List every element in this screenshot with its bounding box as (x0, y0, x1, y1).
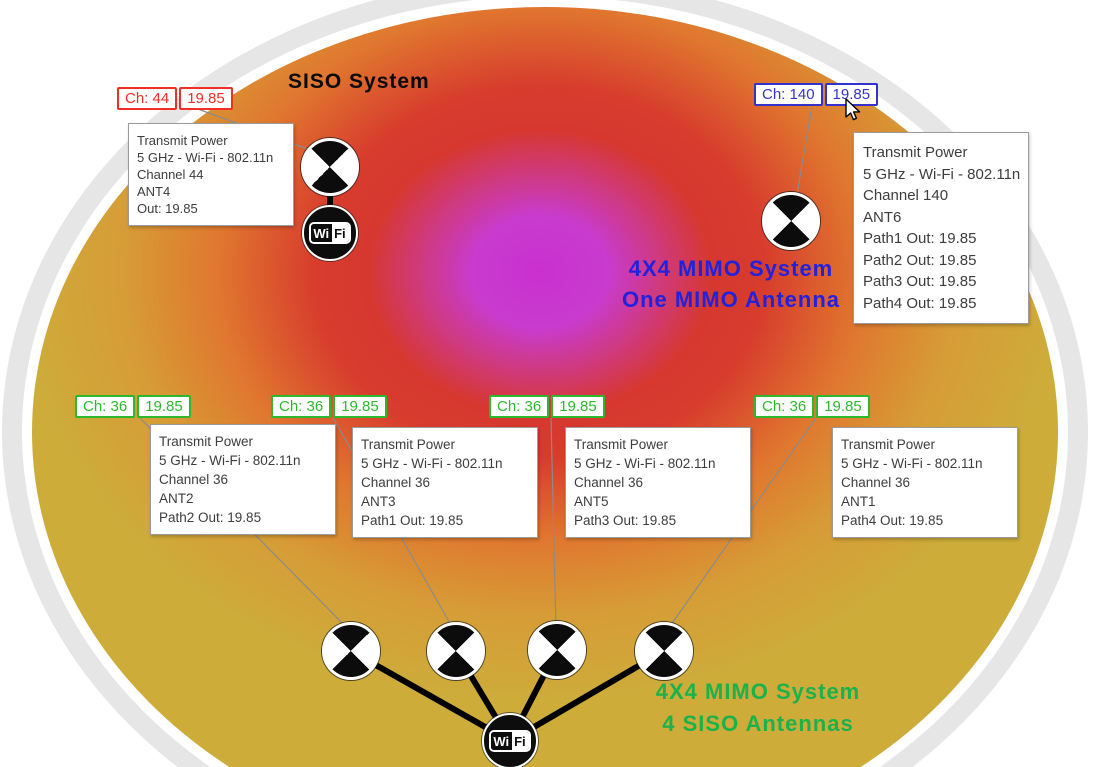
branch4-channel-badge[interactable]: Ch: 36 19.85 (754, 395, 870, 418)
branch2-power-cell[interactable]: 19.85 (333, 395, 387, 418)
siso-channel-badge[interactable]: Ch: 44 19.85 (117, 87, 233, 110)
branch2-tooltip: Transmit Power 5 GHz - Wi-Fi - 802.11n C… (352, 427, 538, 538)
siso-power-cell[interactable]: 19.85 (179, 87, 233, 110)
branch2-channel-badge[interactable]: Ch: 36 19.85 (271, 395, 387, 418)
mimo-one-channel-badge[interactable]: Ch: 140 19.85 (754, 83, 879, 106)
siso-title: SISO System (288, 70, 430, 93)
branch4-tooltip: Transmit Power 5 GHz - Wi-Fi - 802.11n C… (832, 427, 1018, 538)
wifi-logo: Wi Fi (489, 730, 531, 752)
branch1-antenna-icon[interactable] (322, 622, 380, 680)
branch1-channel-cell[interactable]: Ch: 36 (75, 395, 136, 418)
mimo-one-channel-cell[interactable]: Ch: 140 (754, 83, 823, 106)
mimo-one-antenna-icon[interactable] (762, 192, 820, 250)
branch1-channel-badge[interactable]: Ch: 36 19.85 (75, 395, 191, 418)
hub-wifi-icon[interactable]: Wi Fi (482, 713, 538, 767)
siso-tooltip: Transmit Power 5 GHz - Wi-Fi - 802.11n C… (128, 123, 294, 226)
branch3-channel-cell[interactable]: Ch: 36 (489, 395, 550, 418)
mimo-four-caption: 4X4 MIMO System 4 SISO Antennas (655, 679, 861, 736)
branch1-tooltip: Transmit Power 5 GHz - Wi-Fi - 802.11n C… (150, 424, 336, 535)
siso-antenna-icon[interactable] (301, 138, 359, 196)
wifi-logo: Wi Fi (309, 222, 351, 244)
cursor-icon (845, 98, 861, 121)
branch2-antenna-icon[interactable] (427, 622, 485, 680)
branch4-antenna-icon[interactable] (635, 622, 693, 680)
mimo-one-caption: 4X4 MIMO System One MIMO Antenna (621, 256, 841, 312)
siso-channel-cell[interactable]: Ch: 44 (117, 87, 178, 110)
branch1-power-cell[interactable]: 19.85 (137, 395, 191, 418)
branch3-power-cell[interactable]: 19.85 (551, 395, 605, 418)
branch3-channel-badge[interactable]: Ch: 36 19.85 (489, 395, 605, 418)
mimo-one-tooltip: Transmit Power 5 GHz - Wi-Fi - 802.11n C… (853, 132, 1029, 324)
branch4-channel-cell[interactable]: Ch: 36 (754, 395, 815, 418)
siso-wifi-icon[interactable]: Wi Fi (302, 205, 358, 261)
branch3-tooltip: Transmit Power 5 GHz - Wi-Fi - 802.11n C… (565, 427, 751, 538)
branch4-power-cell[interactable]: 19.85 (816, 395, 870, 418)
branch2-channel-cell[interactable]: Ch: 36 (271, 395, 332, 418)
branch3-antenna-icon[interactable] (528, 621, 586, 679)
